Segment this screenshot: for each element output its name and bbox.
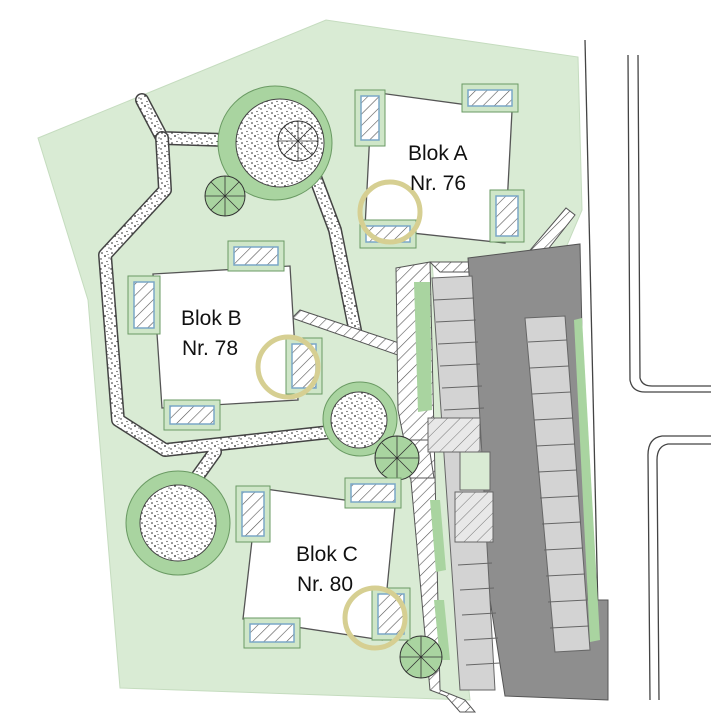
- building-blok-b[interactable]: [127, 240, 323, 431]
- tree-icon: [399, 635, 443, 679]
- parking-lot: [427, 243, 609, 701]
- entrance-marker-blok-b[interactable]: [255, 334, 321, 400]
- entrance-marker-blok-c[interactable]: [342, 585, 408, 651]
- building-blok-c[interactable]: [235, 477, 411, 649]
- entrance-marker-blok-a[interactable]: [357, 179, 423, 245]
- green-verge: [414, 282, 450, 660]
- street: [584, 39, 711, 701]
- building-blok-a[interactable]: [354, 83, 525, 249]
- blok-a-number: Nr. 76: [410, 172, 466, 195]
- entrance-markers: [255, 179, 423, 651]
- tree-icon: [277, 120, 319, 162]
- tree-icon: [374, 435, 420, 481]
- blok-a-name: Blok A: [408, 142, 468, 165]
- blok-b-number: Nr. 78: [182, 337, 238, 360]
- blok-b-name: Blok B: [181, 307, 242, 330]
- tree-icon: [204, 175, 246, 217]
- blok-c-name: Blok C: [296, 543, 358, 566]
- trees: [204, 120, 443, 679]
- blok-c-number: Nr. 80: [297, 573, 353, 596]
